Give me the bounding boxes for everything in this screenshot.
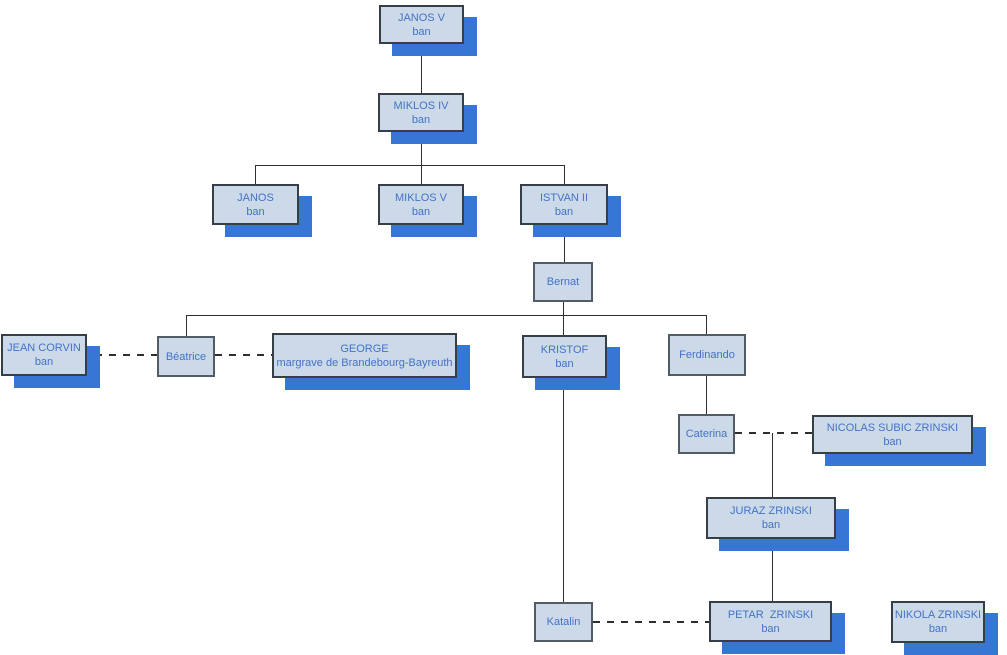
connector-line [706, 315, 707, 334]
connector-line [772, 433, 773, 497]
connector-line [564, 165, 565, 184]
node-sublabel: ban [411, 205, 431, 218]
node-jean-corvin[interactable]: JEAN CORVIN ban [1, 334, 87, 376]
node-label: MIKLOS IV [393, 99, 449, 112]
connector-line [421, 44, 422, 93]
marriage-dashed-line [95, 354, 157, 356]
node-label: Bernat [546, 276, 580, 288]
node-sublabel: ban [555, 357, 574, 370]
node-sublabel: ban [246, 205, 265, 218]
connector-line [772, 539, 773, 601]
node-bernat[interactable]: Bernat [533, 262, 593, 302]
node-sublabel: ban [761, 519, 781, 531]
connector-line [255, 165, 565, 166]
connector-line [563, 302, 564, 335]
node-sublabel: ban [411, 113, 431, 126]
node-label: GEORGE [340, 342, 389, 355]
node-label: JANOS V [397, 11, 446, 24]
node-label: JURAZ ZRINSKI [730, 505, 812, 517]
node-label: JANOS [237, 191, 274, 204]
node-juraz-zrinski[interactable]: JURAZ ZRINSKI ban [706, 497, 836, 539]
node-label: ISTVAN II [539, 191, 589, 204]
node-label: NICOLAS SUBIC ZRINSKI [826, 421, 959, 434]
connector-line [706, 376, 707, 414]
connector-line [421, 131, 422, 165]
marriage-dashed-line [215, 354, 272, 356]
marriage-dashed-line [735, 432, 812, 434]
node-label: NIKOLA ZRINSKI [894, 609, 982, 621]
connector-line [564, 225, 565, 262]
node-ferdinando[interactable]: Ferdinando [668, 334, 746, 376]
node-katalin[interactable]: Katalin [534, 602, 593, 642]
node-sublabel: ban [554, 205, 574, 218]
connector-line [563, 378, 564, 602]
node-nikola-zrinski[interactable]: NIKOLA ZRINSKI ban [891, 601, 985, 643]
node-label: Caterina [685, 428, 728, 440]
node-label: Béatrice [165, 350, 207, 363]
node-label: MIKLOS V [395, 191, 447, 204]
node-sublabel: ban [928, 623, 948, 635]
node-sublabel: ban [34, 356, 54, 368]
connector-line [186, 315, 187, 336]
node-sublabel: ban [761, 622, 780, 635]
node-sublabel: margrave de Brandebourg-Bayreuth [276, 356, 453, 369]
node-caterina[interactable]: Caterina [678, 414, 735, 454]
node-sublabel: ban [883, 435, 902, 448]
marriage-dashed-line [593, 621, 709, 623]
connector-line [186, 315, 707, 316]
node-label: PETAR ZRINSKI [727, 608, 814, 621]
node-beatrice[interactable]: Béatrice [157, 336, 215, 377]
node-label: Ferdinando [679, 349, 735, 361]
node-sublabel: ban [412, 25, 431, 38]
connector-line [255, 165, 256, 184]
node-label: Katalin [546, 616, 581, 628]
node-label: JEAN CORVIN [7, 342, 81, 354]
node-label: KRISTOF [540, 343, 589, 356]
connector-line [421, 165, 422, 184]
